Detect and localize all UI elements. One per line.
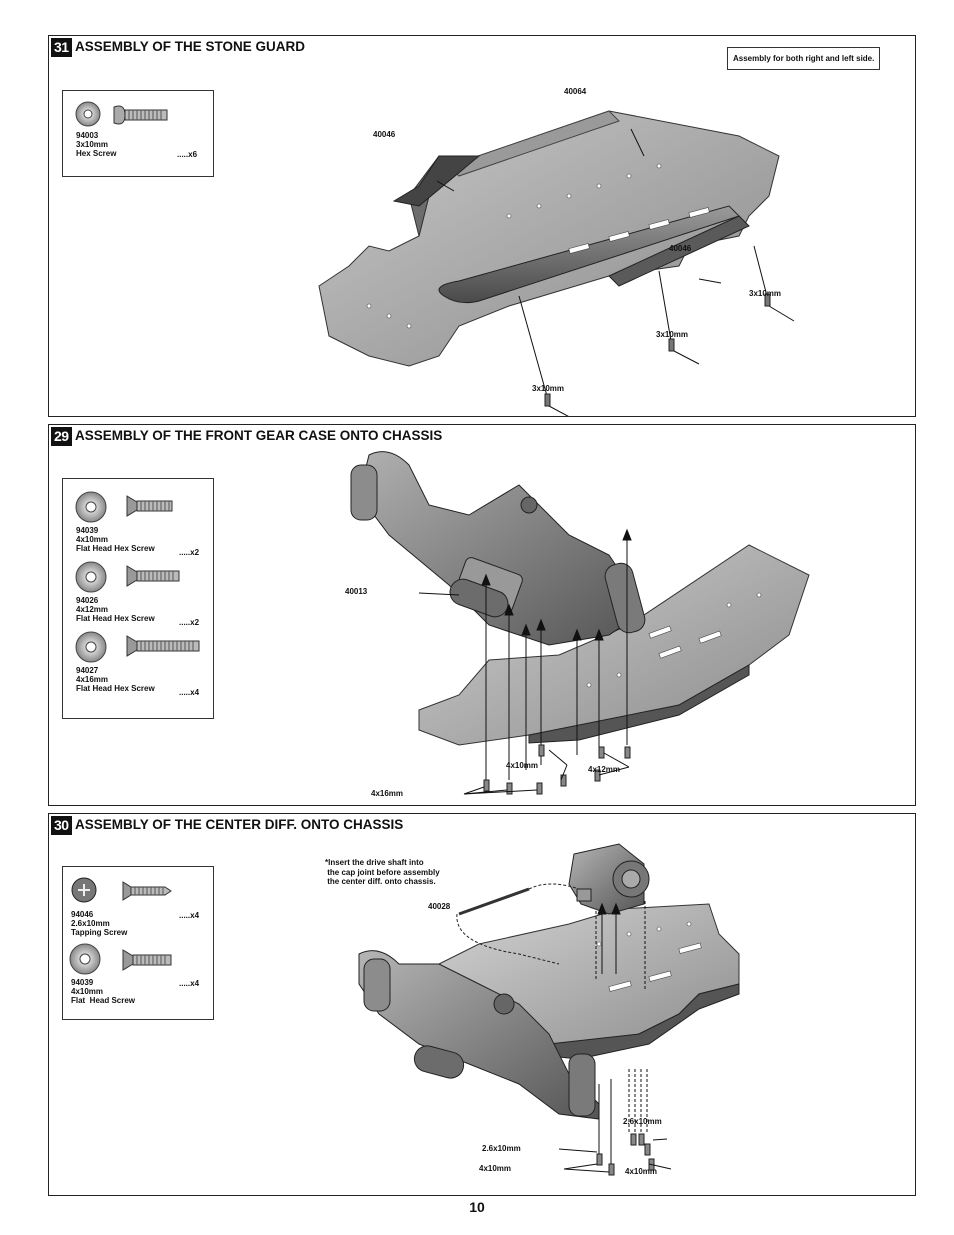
part-size: 4x16mm — [76, 675, 109, 684]
step-29-panel: 29 ASSEMBLY OF THE FRONT GEAR CASE ONTO … — [48, 424, 916, 806]
callout-screw-4x10mm: 4x10mm — [506, 761, 539, 770]
flat-head-screw-icon — [122, 949, 172, 971]
page-number: 10 — [469, 1199, 485, 1215]
center-diff-diagram — [358, 843, 740, 1176]
part-name: Flat Head Hex Screw — [76, 614, 155, 623]
tapping-washer-icon — [71, 877, 97, 903]
washer-icon — [75, 631, 107, 663]
flat-head-screw-icon — [126, 565, 180, 587]
callout-40028: 40028 — [428, 902, 451, 911]
flat-head-screw-icon — [126, 495, 173, 517]
washer-icon — [75, 561, 107, 593]
step-title: ASSEMBLY OF THE STONE GUARD — [75, 39, 306, 54]
callout-screw-3x10mm-right: 3x10mm — [749, 289, 782, 298]
assembly-note: Assembly for both right and left side. — [727, 47, 881, 70]
part-name: Hex Screw — [76, 149, 117, 158]
part-code: 94039 — [76, 526, 99, 535]
washer-icon — [75, 101, 101, 127]
step-number: 31 — [51, 38, 72, 57]
parts-box: 94003 3x10mm Hex Screw .....x6 — [62, 90, 214, 177]
step-number: 30 — [51, 816, 72, 835]
part-name: Flat Head Hex Screw — [76, 544, 155, 553]
part-qty: .....x2 — [179, 618, 200, 627]
step-number: 29 — [51, 427, 72, 446]
part-qty: .....x4 — [179, 688, 200, 697]
part-size: 4x12mm — [76, 605, 109, 614]
callout-screw-4x12mm: 4x12mm — [588, 765, 621, 774]
callout-screw-2.6x10mm-right: 2.6x10mm — [623, 1117, 662, 1126]
callout-40046-left: 40046 — [373, 130, 396, 139]
part-code: 94003 — [76, 131, 99, 140]
parts-box: 94046 2.6x10mm Tapping Screw .....x4 940… — [62, 866, 214, 1020]
part-qty: .....x2 — [179, 548, 200, 557]
part-size: 4x10mm — [71, 987, 104, 996]
part-size: 2.6x10mm — [71, 919, 110, 928]
part-qty: .....x4 — [179, 911, 200, 920]
callout-screw-4x10mm-right: 4x10mm — [625, 1167, 658, 1176]
part-code: 94026 — [76, 596, 99, 605]
step-title: ASSEMBLY OF THE CENTER DIFF. ONTO CHASSI… — [75, 817, 404, 832]
stone-guard-diagram — [318, 110, 795, 416]
washer-icon — [69, 943, 101, 975]
callout-40046-right: 40046 — [669, 244, 692, 253]
callout-screw-3x10mm-middle: 3x10mm — [656, 330, 689, 339]
part-code: 94027 — [76, 666, 99, 675]
front-gear-case-diagram — [350, 451, 810, 795]
hex-screw-icon — [113, 105, 168, 125]
instruction-note: *Insert the drive shaft into the cap joi… — [325, 858, 440, 886]
callout-screw-2.6x10mm-left: 2.6x10mm — [482, 1144, 521, 1153]
step-30-panel: 30 ASSEMBLY OF THE CENTER DIFF. ONTO CHA… — [48, 813, 916, 1196]
step-title: ASSEMBLY OF THE FRONT GEAR CASE ONTO CHA… — [75, 428, 443, 443]
callout-screw-4x16mm: 4x16mm — [371, 789, 404, 798]
washer-icon — [75, 491, 107, 523]
part-code: 94046 — [71, 910, 94, 919]
part-name: Tapping Screw — [71, 928, 128, 937]
part-size: 3x10mm — [76, 140, 109, 149]
part-qty: .....x4 — [179, 979, 200, 988]
callout-screw-4x10mm-left: 4x10mm — [479, 1164, 512, 1173]
flat-head-screw-icon — [126, 635, 200, 657]
parts-box: 94039 4x10mm Flat Head Hex Screw .....x2… — [62, 478, 214, 719]
step-31-panel: 31 ASSEMBLY OF THE STONE GUARD Assembly … — [48, 35, 916, 417]
part-size: 4x10mm — [76, 535, 109, 544]
part-name: Flat Head Screw — [71, 996, 136, 1005]
tapping-screw-icon — [122, 881, 172, 901]
part-qty: .....x6 — [177, 150, 198, 159]
part-code: 94039 — [71, 978, 94, 987]
callout-screw-3x10mm-left: 3x10mm — [532, 384, 565, 393]
callout-40013: 40013 — [345, 587, 368, 596]
callout-40064: 40064 — [564, 87, 587, 96]
part-name: Flat Head Hex Screw — [76, 684, 155, 693]
